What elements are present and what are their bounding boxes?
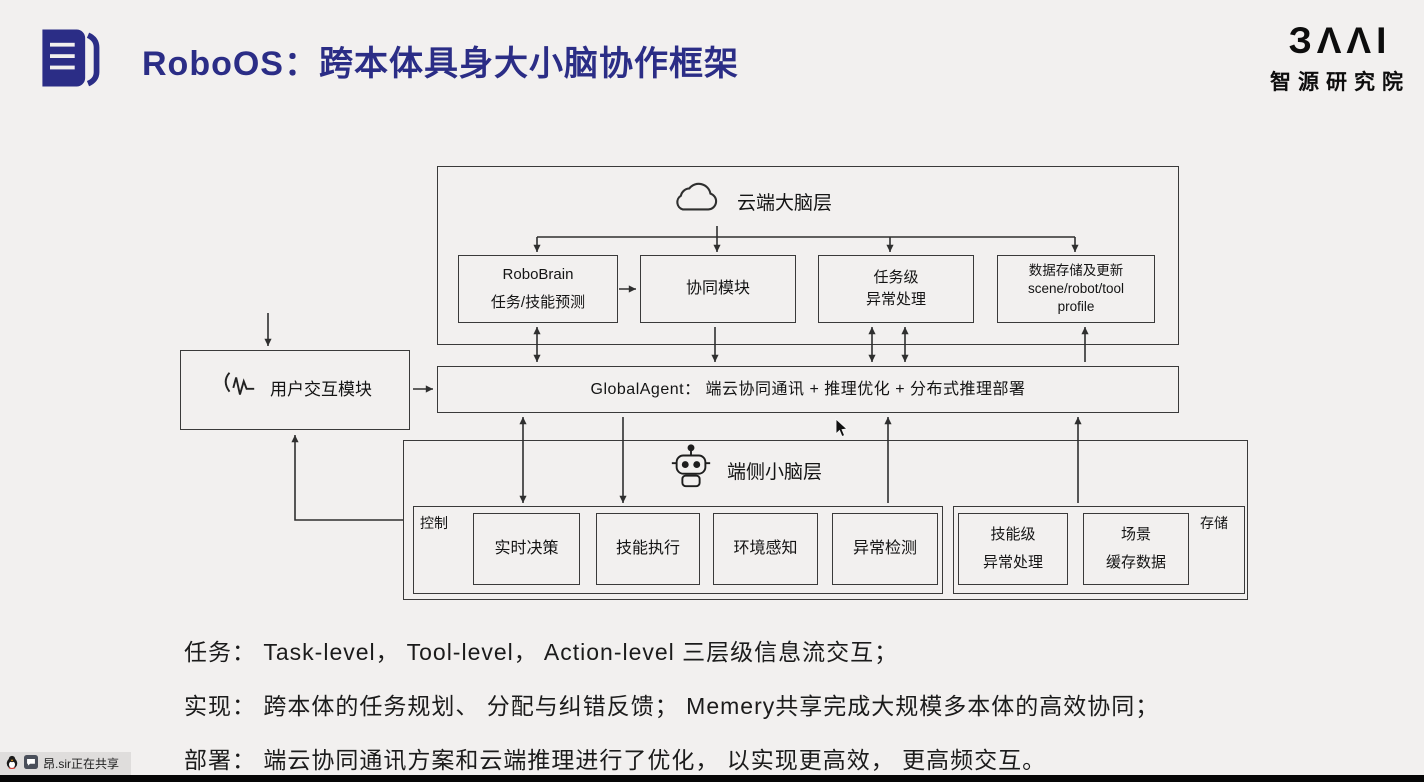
baai-wordmark: ЗΛΛI: [1288, 20, 1392, 61]
note-line: 任务： Task-level， Tool-level， Action-level…: [184, 639, 899, 665]
skill-execution-label: 技能执行: [615, 540, 680, 558]
notes: 任务： Task-level， Tool-level， Action-level…: [184, 633, 1159, 775]
env-perception-label: 环境感知: [733, 540, 798, 558]
user-interaction-label: 用户交互模块: [270, 379, 372, 399]
global-agent-bar: GlobalAgent： 端云协同通讯 + 推理优化 + 分布式推理部署: [437, 366, 1179, 413]
skill-exception-line1: 技能级: [990, 526, 1036, 544]
edge-layer-header: 端侧小脑层: [668, 444, 822, 496]
realtime-decision-box: 实时决策: [473, 513, 580, 585]
qq-icon: [5, 755, 19, 772]
user-interaction-box: 用户交互模块: [180, 350, 410, 430]
share-text: 昂.sir正在共享: [43, 757, 119, 771]
data-storage-line1: 数据存储及更新: [1028, 262, 1124, 278]
control-group-box: [413, 506, 943, 594]
mouse-cursor: [835, 417, 849, 443]
scene-cache-box: 场景 缓存数据: [1083, 513, 1189, 585]
control-label: 控制: [420, 515, 448, 531]
skill-exception-box: 技能级 异常处理: [958, 513, 1068, 585]
edge-layer-title: 端侧小脑层: [727, 461, 823, 483]
robot-icon: [668, 443, 714, 497]
collab-module-box: 协同模块: [640, 255, 796, 323]
skill-exception-line2: 异常处理: [982, 554, 1043, 571]
cloud-icon: [666, 178, 724, 224]
storage-label: 存储: [1200, 515, 1228, 531]
task-exception-line1: 任务级: [873, 269, 919, 287]
chat-icon: [24, 755, 38, 772]
book-icon: [30, 20, 108, 101]
task-exception-box: 任务级 异常处理: [818, 255, 974, 323]
data-storage-line3: profile: [1057, 299, 1095, 315]
realtime-decision-label: 实时决策: [494, 540, 559, 558]
robobrain-box: RoboBrain 任务/技能预测: [458, 255, 618, 323]
task-exception-line2: 异常处理: [865, 291, 926, 308]
note-line: 实现： 跨本体的任务规划、 分配与纠错反馈； Memery共享完成大规模多本体的…: [184, 693, 1160, 719]
data-storage-line2: scene/robot/tool: [1027, 280, 1125, 296]
screen-share-bar[interactable]: 昂.sir正在共享: [0, 752, 131, 775]
env-perception-box: 环境感知: [713, 513, 818, 585]
taskbar-strip: [0, 775, 1424, 782]
baai-subtitle: 智源研究院: [1270, 70, 1410, 94]
storage-group-box: [953, 506, 1245, 594]
cloud-layer-title: 云端大脑层: [737, 192, 833, 214]
global-agent-label: GlobalAgent： 端云协同通讯 + 推理优化 + 分布式推理部署: [590, 380, 1026, 398]
collab-module-label: 协同模块: [685, 280, 750, 298]
anomaly-detection-box: 异常检测: [832, 513, 938, 585]
note-line: 部署： 端云协同通讯方案和云端推理进行了优化， 以实现更高效， 更高频交互。: [184, 747, 1047, 773]
skill-execution-box: 技能执行: [596, 513, 700, 585]
voice-icon: [218, 367, 260, 413]
robobrain-line1: RoboBrain: [502, 266, 574, 284]
robobrain-line2: 任务/技能预测: [490, 294, 586, 311]
scene-cache-line1: 场景: [1120, 526, 1151, 544]
baai-logo: ЗΛΛI 智源研究院: [1270, 20, 1410, 96]
anomaly-detection-label: 异常检测: [852, 540, 917, 558]
data-storage-box: 数据存储及更新 scene/robot/tool profile: [997, 255, 1155, 323]
page-title: RoboOS：跨本体具身大小脑协作框架: [142, 45, 739, 83]
cloud-layer-header: 云端大脑层: [666, 176, 832, 226]
cloud-layer-box: [437, 166, 1179, 345]
edge-layer-box: [403, 440, 1248, 600]
scene-cache-line2: 缓存数据: [1105, 554, 1166, 571]
